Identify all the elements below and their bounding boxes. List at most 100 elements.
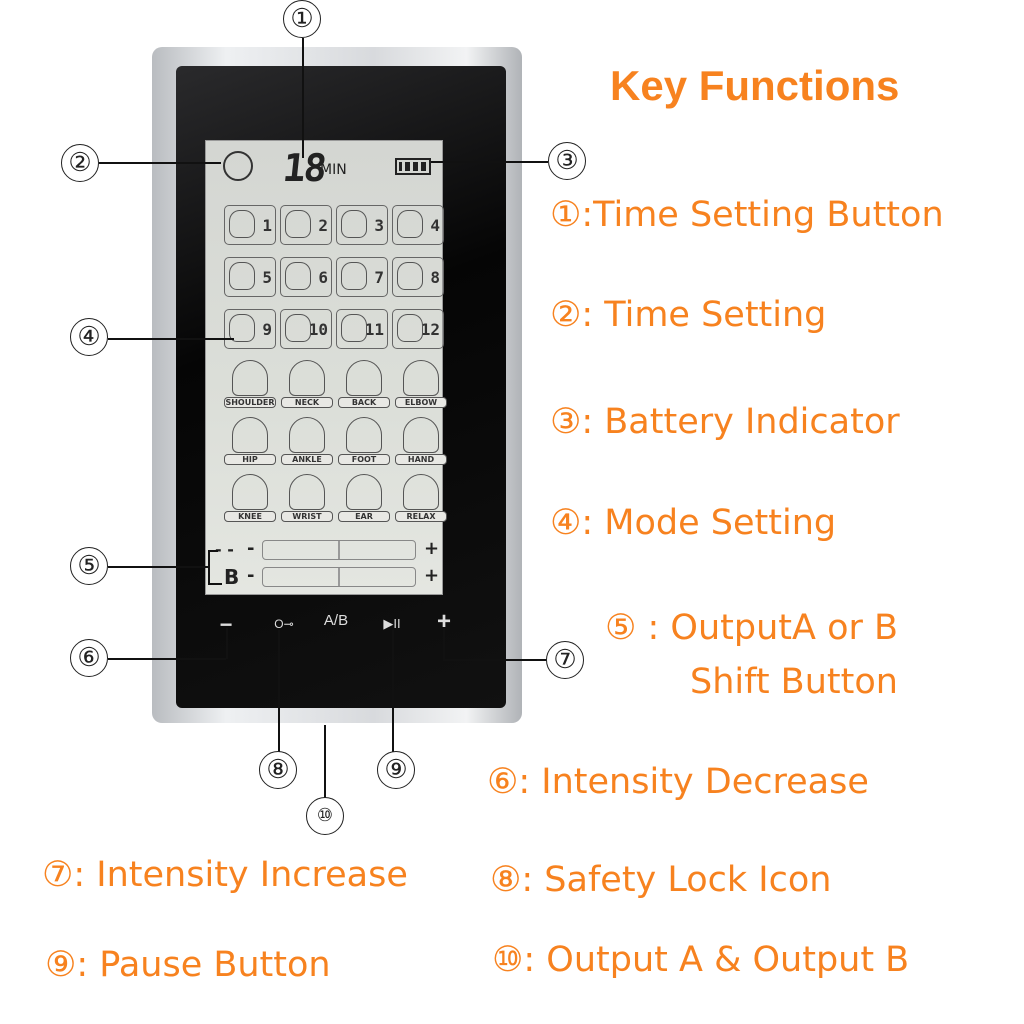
mode-tile-7[interactable]: 7 [336,257,388,297]
intensity-decrease-button[interactable]: − [219,612,233,637]
body-part-icon [289,474,325,510]
mode-icon [341,314,367,342]
mode-number: 12 [420,319,440,339]
ab-shift-button[interactable]: A/B [323,612,349,629]
mode-icon [229,314,255,342]
output-b-label: B [224,565,240,589]
mode-number: 5 [262,267,272,287]
mode-icon [397,314,423,342]
body-part-label: RELAX [395,511,447,522]
output-b-minus: - [247,565,255,586]
mode-number: 4 [430,215,440,235]
callout-3: ③ [548,142,586,180]
body-part-back[interactable]: BACK [338,360,390,412]
body-part-relax[interactable]: RELAX [395,474,447,526]
mode-number: 6 [318,267,328,287]
body-part-label: EAR [338,511,390,522]
body-part-shoulder[interactable]: SHOULDER [224,360,276,412]
callout-10: ⑩ [306,797,344,835]
mode-number: 8 [430,267,440,287]
output-a-plus: + [424,538,440,559]
callout-7: ⑦ [546,641,584,679]
mode-tile-2[interactable]: 2 [280,205,332,245]
mode-tile-5[interactable]: 5 [224,257,276,297]
mode-number: 2 [318,215,328,235]
mode-tile-12[interactable]: 12 [392,309,444,349]
legend-output-shift-cont: Shift Button [690,662,898,702]
body-part-icon [346,360,382,396]
legend-pause-button: ⑨: Pause Button [45,945,331,985]
body-part-label: WRIST [281,511,333,522]
mode-tile-3[interactable]: 3 [336,205,388,245]
body-part-wrist[interactable]: WRIST [281,474,333,526]
body-part-label: HAND [395,454,447,465]
legend-mode-setting: ④: Mode Setting [550,503,837,543]
body-part-icon [232,417,268,453]
body-part-icon [232,474,268,510]
body-part-elbow[interactable]: ELBOW [395,360,447,412]
body-part-icon [289,417,325,453]
timer-unit: MIN [320,162,347,178]
body-part-label: HIP [224,454,276,465]
legend-time-setting: ②: Time Setting [550,295,827,335]
mode-tile-11[interactable]: 11 [336,309,388,349]
body-part-label: ELBOW [395,397,447,408]
intensity-increase-button[interactable]: + [436,608,451,635]
mode-icon [285,262,311,290]
battery-icon [395,158,431,175]
mode-tile-8[interactable]: 8 [392,257,444,297]
mode-tile-6[interactable]: 6 [280,257,332,297]
body-part-foot[interactable]: FOOT [338,417,390,469]
mode-icon [285,210,311,238]
legend-intensity-increase: ⑦: Intensity Increase [42,855,408,895]
mode-icon [341,262,367,290]
legend-time-setting-button: ①:Time Setting Button [550,195,944,235]
callout-5: ⑤ [70,547,108,585]
body-part-icon [403,474,439,510]
callout-1: ① [283,0,321,38]
body-part-knee[interactable]: KNEE [224,474,276,526]
mode-tile-9[interactable]: 9 [224,309,276,349]
body-part-label: KNEE [224,511,276,522]
legend-safety-lock: ⑧: Safety Lock Icon [490,860,832,900]
output-b-plus: + [424,565,440,586]
output-a-intensity-bar [262,540,416,560]
body-part-label: BACK [338,397,390,408]
mode-number: 11 [364,319,384,339]
body-part-icon [403,417,439,453]
body-part-icon [232,360,268,396]
body-part-ankle[interactable]: ANKLE [281,417,333,469]
legend-output-ab: ⑩: Output A & Output B [492,940,910,980]
body-part-hand[interactable]: HAND [395,417,447,469]
legend-intensity-decrease: ⑥: Intensity Decrease [487,762,869,802]
mode-tile-1[interactable]: 1 [224,205,276,245]
mode-tile-4[interactable]: 4 [392,205,444,245]
legend-output-shift: ⑤ : OutputA or B [605,608,899,648]
output-b-intensity-bar [262,567,416,587]
body-part-icon [346,474,382,510]
callout-8: ⑧ [259,751,297,789]
body-part-icon [403,360,439,396]
mode-icon [229,210,255,238]
mode-number: 9 [262,319,272,339]
legend-battery-indicator: ③: Battery Indicator [550,402,900,442]
body-part-label: FOOT [338,454,390,465]
callout-4: ④ [70,318,108,356]
mode-number: 10 [308,319,328,339]
mode-icon [229,262,255,290]
mode-icon [397,210,423,238]
play-pause-button[interactable]: ▶II [383,616,401,631]
mode-tile-10[interactable]: 10 [280,309,332,349]
body-part-icon [346,417,382,453]
body-part-hip[interactable]: HIP [224,417,276,469]
body-part-label: SHOULDER [224,397,276,408]
body-part-label: ANKLE [281,454,333,465]
safety-lock-button[interactable]: O⊸ [274,617,294,631]
output-a-label: - - [215,540,234,559]
mode-icon [285,314,311,342]
output-a-minus: - [247,538,255,559]
body-part-neck[interactable]: NECK [281,360,333,412]
mode-icon [341,210,367,238]
mode-number: 7 [374,267,384,287]
body-part-ear[interactable]: EAR [338,474,390,526]
